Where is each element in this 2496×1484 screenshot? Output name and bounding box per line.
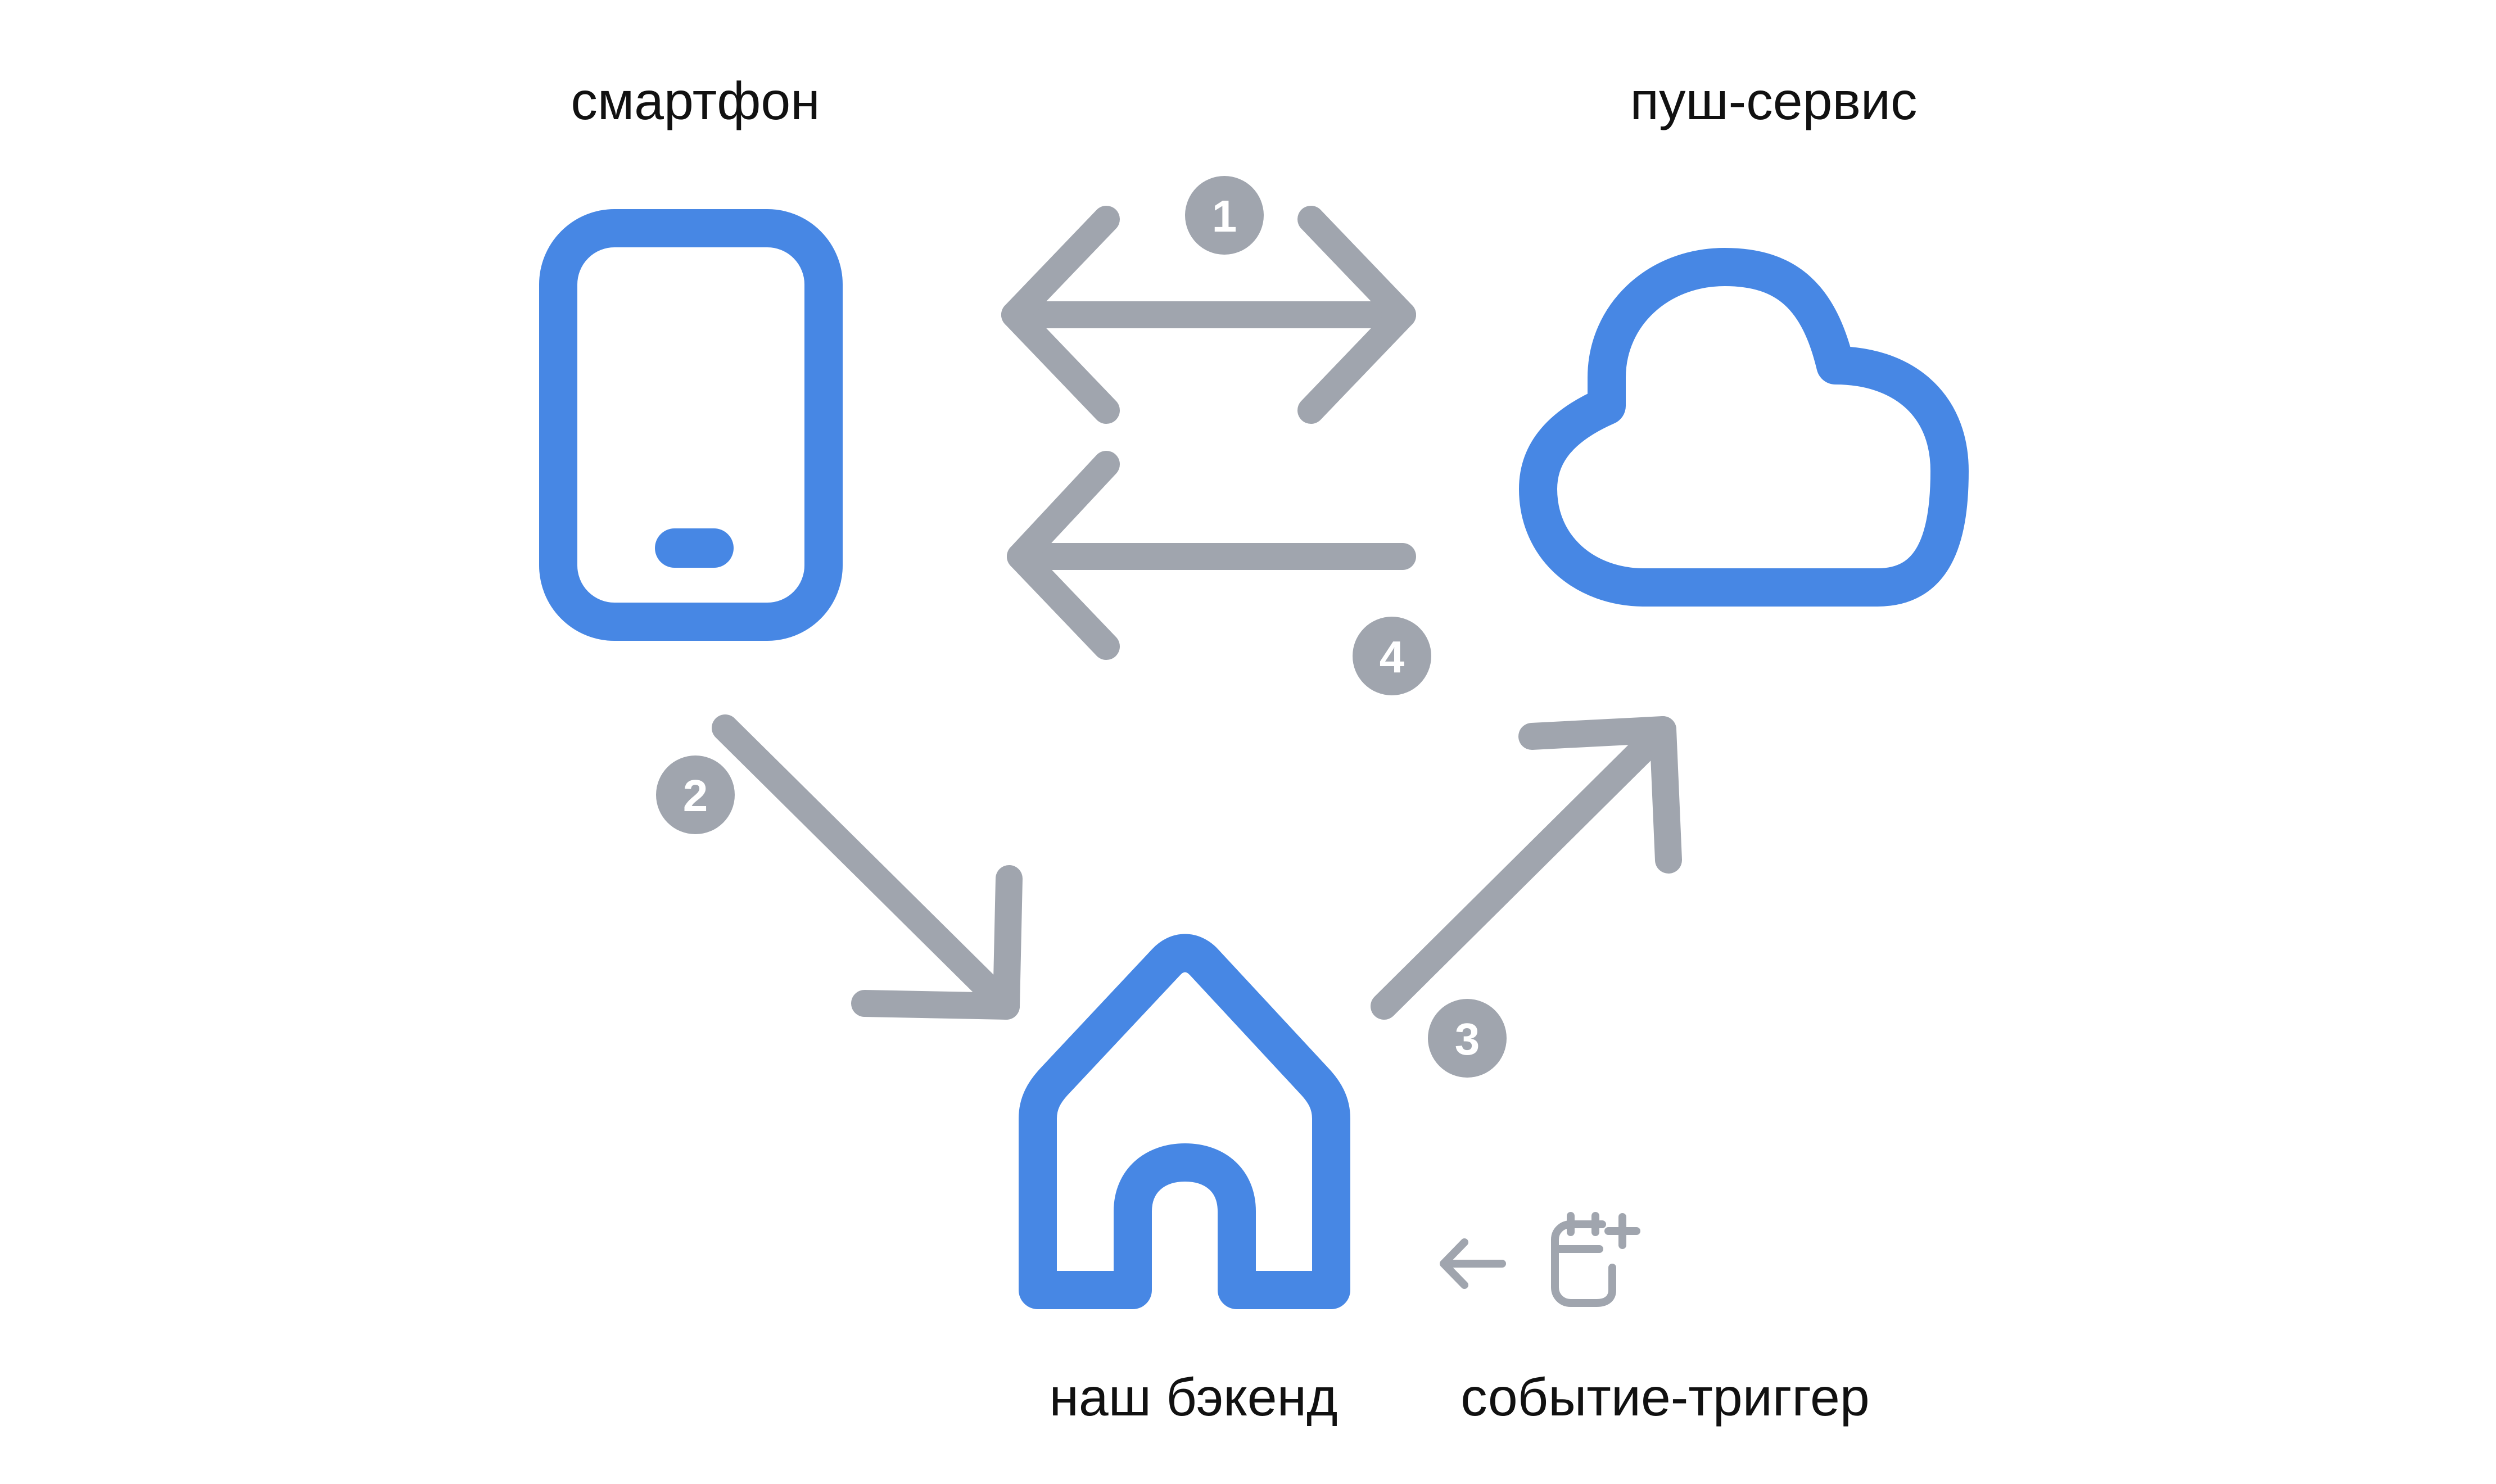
smartphone-node: смартфон xyxy=(539,71,843,641)
step-4-number: 4 xyxy=(1380,632,1405,682)
smartphone-icon xyxy=(539,209,843,641)
step-3-number: 3 xyxy=(1455,1014,1480,1064)
trigger-node: событие-триггер xyxy=(1440,1212,1870,1427)
trigger-label: событие-триггер xyxy=(1460,1368,1869,1427)
cloud-icon xyxy=(1519,248,1969,607)
backend-label: наш бэкенд xyxy=(1049,1368,1337,1427)
house-icon xyxy=(1019,934,1350,1309)
step-4-arrow xyxy=(1007,451,1416,660)
step-1-arrow xyxy=(1001,206,1416,424)
step-2-arrow xyxy=(712,714,1023,1020)
calendar-plus-icon xyxy=(1551,1212,1640,1307)
step-2-badge: 2 xyxy=(656,755,735,834)
step-3-arrow xyxy=(1371,716,1682,1020)
smartphone-label: смартфон xyxy=(571,71,820,131)
backend-node: наш бэкенд xyxy=(1019,934,1350,1427)
step-2-number: 2 xyxy=(683,771,708,821)
step-1-number: 1 xyxy=(1212,191,1237,241)
trigger-arrow xyxy=(1440,1238,1506,1289)
push-service-label: пуш-сервис xyxy=(1630,71,1918,131)
step-4-badge: 4 xyxy=(1353,617,1431,695)
step-3-badge: 3 xyxy=(1428,999,1507,1078)
step-1-badge: 1 xyxy=(1185,176,1264,255)
push-service-node: пуш-сервис xyxy=(1519,71,1969,607)
